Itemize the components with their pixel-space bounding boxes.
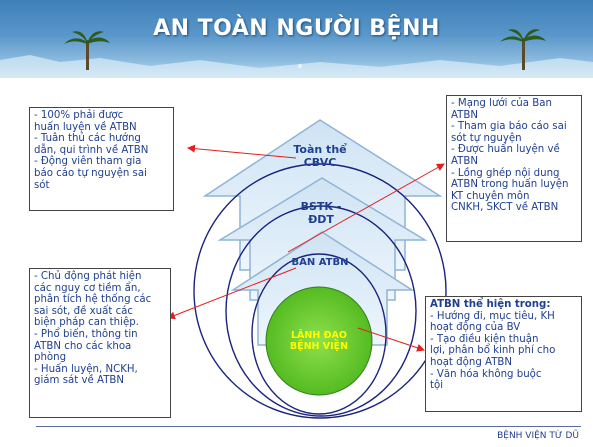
box-top-left: - 100% phải được huấn luyện về ATBN - Tu… xyxy=(29,107,174,211)
label-third-level: BAN ATBN xyxy=(291,257,349,268)
header-decoration xyxy=(0,29,593,78)
arrow-to-top-right-box xyxy=(287,163,445,253)
palm-tree-right-icon xyxy=(500,29,546,70)
footer-text: BỆNH VIỆN TỪ DŨ xyxy=(497,431,579,441)
nested-circles xyxy=(193,163,447,419)
footer-divider xyxy=(36,426,581,427)
circle-second xyxy=(225,205,417,417)
box-bottom-right: ATBN thể hiện trong: - Hướng đi, mục tiê… xyxy=(425,296,582,412)
slide-title: AN TOÀN NGƯỜI BỆNH xyxy=(153,16,440,41)
label-outer-level: Toàn thể CBVC xyxy=(293,143,347,169)
circle-core xyxy=(265,286,373,396)
label-second-level: BSTK - ĐDT xyxy=(300,200,342,226)
circle-third xyxy=(251,253,387,415)
connector-arrows xyxy=(167,144,445,352)
palm-tree-left-icon xyxy=(64,31,110,70)
box-bottom-left: - Chủ động phát hiện các nguy cơ tiềm ẩn… xyxy=(29,268,171,418)
box-top-right: - Mạng lưới của Ban ATBN - Tham gia báo … xyxy=(446,95,582,242)
circle-outer xyxy=(193,163,447,419)
box-bottom-right-heading: ATBN thể hiện trong: xyxy=(430,299,551,310)
arrow-to-bottom-left-box xyxy=(167,267,297,320)
arrow-to-bottom-right-box xyxy=(357,327,425,352)
header-banner: AN TOÀN NGƯỜI BỆNH xyxy=(0,0,593,78)
label-core-level: LÃNH ĐẠO BỆNH VIỆN xyxy=(289,330,349,352)
arrow-to-top-left-box xyxy=(187,144,297,159)
